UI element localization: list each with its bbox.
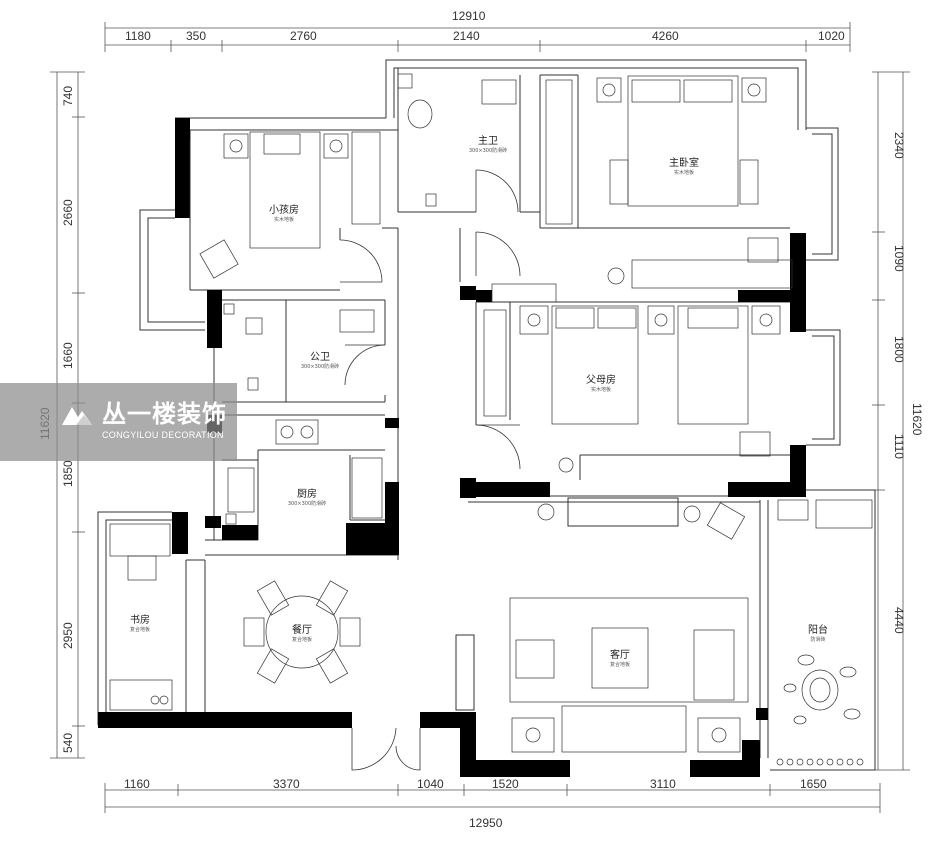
dim-bottom-3: 1040 [417, 777, 444, 791]
room-kids-floor: 实木地板 [274, 216, 294, 223]
dim-top-2: 350 [186, 29, 206, 43]
room-living-floor: 复合地板 [610, 661, 630, 668]
dim-left-1: 740 [61, 86, 75, 106]
dim-right-1: 2340 [892, 132, 906, 159]
dim-right-total: 11620 [910, 403, 924, 436]
watermark-banner: 丛一楼装饰 CONGYILOU DECORATION [0, 383, 237, 461]
dim-left-4: 1850 [61, 460, 75, 487]
room-kids-name: 小孩房 [269, 203, 299, 216]
furniture [109, 73, 873, 766]
dimension-labels: 12910 1180 350 2760 2140 4260 1020 1160 … [38, 9, 924, 830]
dim-left-6: 540 [61, 733, 75, 753]
dim-bottom-5: 3110 [650, 777, 676, 791]
dim-bottom-6: 1650 [800, 777, 827, 791]
room-master-bath-name: 主卫 [478, 135, 498, 147]
dim-top-total: 12910 [452, 9, 486, 23]
room-dining-name: 餐厅 [292, 623, 312, 636]
dim-left-2: 2660 [61, 199, 75, 226]
dim-bottom-1: 1160 [124, 777, 150, 791]
dim-left-3: 1660 [61, 342, 75, 369]
room-kitchen-floor: 300×300防滑砖 [288, 500, 326, 507]
room-dining-floor: 复合地板 [292, 636, 312, 643]
dim-top-6: 1020 [818, 29, 845, 43]
room-study-name: 书房 [130, 613, 150, 626]
dim-top-1: 1180 [125, 29, 151, 43]
structural-walls [98, 118, 806, 777]
room-master-bedroom-floor: 实木地板 [674, 169, 694, 176]
room-balcony-floor: 防滑砖 [810, 636, 825, 643]
dim-top-5: 4260 [652, 29, 679, 43]
room-parents-floor: 实木地板 [591, 386, 611, 393]
watermark-subtitle: CONGYILOU DECORATION [102, 430, 224, 440]
room-master-bath-floor: 300×300防滑砖 [469, 147, 507, 154]
dim-bottom-total: 12950 [469, 816, 503, 830]
dim-right-4: 1110 [892, 434, 906, 459]
room-common-bath-floor: 300×300防滑砖 [301, 363, 339, 370]
dimension-lines [50, 22, 910, 813]
room-master-bedroom-name: 主卧室 [669, 156, 699, 169]
room-common-bath-name: 公卫 [310, 352, 330, 363]
room-labels: 主卫 300×300防滑砖 主卧室 实木地板 小孩房 实木地板 公卫 300×3… [130, 135, 828, 668]
mountain-logo-icon [62, 407, 92, 425]
dim-right-3: 1800 [892, 336, 906, 363]
watermark-title: 丛一楼装饰 [102, 400, 227, 428]
room-kitchen-name: 厨房 [297, 487, 317, 500]
room-balcony-name: 阳台 [808, 623, 828, 636]
dim-right-2: 1090 [892, 245, 906, 272]
dim-top-4: 2140 [453, 29, 480, 43]
dim-top-3: 2760 [290, 29, 317, 43]
dim-bottom-2: 3370 [273, 777, 300, 791]
room-parents-name: 父母房 [586, 373, 616, 386]
balcony-plant-pots [776, 758, 864, 766]
doors [339, 169, 521, 771]
dim-left-5: 2950 [61, 622, 75, 649]
dim-bottom-4: 1520 [492, 777, 519, 791]
room-study-floor: 复合地板 [130, 626, 150, 633]
room-living-name: 客厅 [610, 648, 630, 661]
dim-right-5: 4440 [892, 607, 906, 634]
